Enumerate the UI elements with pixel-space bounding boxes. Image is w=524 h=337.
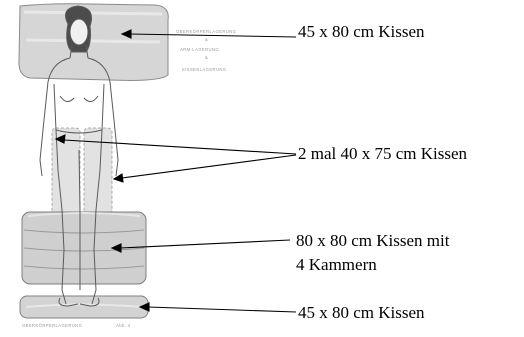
note-line-5: KISSENLAGERUNG <box>182 67 226 72</box>
note-line-3: ARM-LAGERUNG <box>180 47 219 52</box>
foot-pillow <box>20 296 148 318</box>
note-bottom-right: Abb. 4 <box>116 323 131 328</box>
label-chamber-pillow-line2: 4 Kammern <box>296 255 377 274</box>
note-bottom-left: OBERKÖRPERLAGERUNG <box>22 323 82 328</box>
label-bottom-pillow: 45 x 80 cm Kissen <box>298 303 425 322</box>
labels: 45 x 80 cm Kissen 2 mal 40 x 75 cm Kisse… <box>296 22 468 322</box>
label-side-pillows: 2 mal 40 x 75 cm Kissen <box>298 144 468 163</box>
head-pillow <box>19 4 168 81</box>
note-line-1: OBERKÖRPERLAGERUNG <box>176 29 236 34</box>
note-line-4: & <box>205 55 208 60</box>
note-line-2: & <box>205 37 208 42</box>
label-top-pillow: 45 x 80 cm Kissen <box>298 22 425 41</box>
label-chamber-pillow-line1: 80 x 80 cm Kissen mit <box>296 231 450 250</box>
